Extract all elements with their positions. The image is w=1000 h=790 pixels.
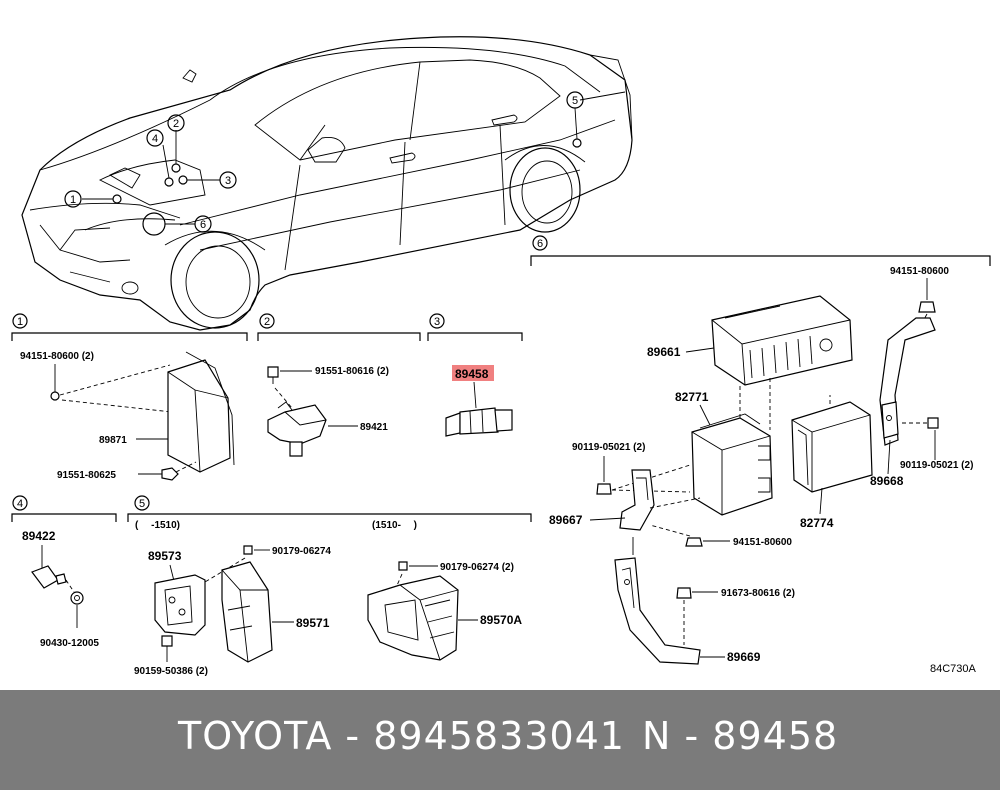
svg-text:5: 5 bbox=[139, 498, 145, 510]
part-94151-80600-top[interactable]: 94151-80600 bbox=[890, 266, 949, 277]
group-3: 3 89458 bbox=[427, 313, 523, 437]
svg-text:5: 5 bbox=[572, 95, 578, 107]
group-4: 4 89422 90430-12005 bbox=[11, 495, 117, 649]
part-82774[interactable]: 82774 bbox=[800, 516, 834, 530]
part-91551-80616-2[interactable]: 91551-80616 (2) bbox=[315, 366, 389, 377]
group-5: 5 ( -1510) (1510- ) 89573 90179-06274 89… bbox=[127, 495, 532, 677]
part-89571[interactable]: 89571 bbox=[296, 616, 330, 630]
highlight-89458 bbox=[452, 365, 494, 381]
group-2: 2 91551-80616 (2) 89421 bbox=[257, 313, 421, 457]
parts-diagram: 1 2 3 4 5 6 1 94151-80600 (2) bbox=[11, 36, 991, 677]
part-90179-06274[interactable]: 90179-06274 bbox=[272, 546, 331, 557]
callout-4: 4 bbox=[146, 129, 164, 147]
part-90179-06274-2[interactable]: 90179-06274 (2) bbox=[440, 562, 514, 573]
svg-text:4: 4 bbox=[17, 498, 23, 510]
range-before-1510: ( -1510) bbox=[135, 520, 180, 531]
svg-text:3: 3 bbox=[225, 175, 231, 187]
callout-1: 1 bbox=[64, 190, 82, 208]
part-82771[interactable]: 82771 bbox=[675, 390, 709, 404]
part-94151-80600-2[interactable]: 94151-80600 (2) bbox=[20, 351, 94, 362]
part-89871[interactable]: 89871 bbox=[99, 435, 127, 446]
diagram-code: 84C730A bbox=[930, 663, 977, 675]
part-90159-50386-2[interactable]: 90159-50386 (2) bbox=[134, 666, 208, 677]
svg-text:1: 1 bbox=[70, 194, 76, 206]
part-89422[interactable]: 89422 bbox=[22, 529, 56, 543]
svg-text:4: 4 bbox=[152, 133, 158, 145]
group-1: 1 94151-80600 (2) 89871 91551-80625 bbox=[11, 313, 248, 481]
footer-banner: TOYOTA - 8945833041 N - 89458 bbox=[0, 690, 1000, 790]
part-89667[interactable]: 89667 bbox=[549, 513, 583, 527]
group-6: 6 94151-80600 89661 82771 bbox=[530, 235, 991, 665]
svg-text:2: 2 bbox=[173, 118, 179, 130]
callout-6: 6 bbox=[194, 215, 212, 233]
part-89669[interactable]: 89669 bbox=[727, 650, 761, 664]
callout-5: 5 bbox=[566, 91, 584, 109]
footer-ref-number: N - 89458 bbox=[642, 714, 839, 758]
footer-part-number: TOYOTA - 8945833041 bbox=[178, 714, 625, 758]
part-94151-80600-mid[interactable]: 94151-80600 bbox=[733, 537, 792, 548]
svg-text:2: 2 bbox=[264, 316, 270, 328]
callout-3: 3 bbox=[219, 171, 237, 189]
part-89668[interactable]: 89668 bbox=[870, 474, 904, 488]
svg-text:6: 6 bbox=[200, 219, 206, 231]
svg-text:3: 3 bbox=[434, 316, 440, 328]
part-91673-80616-2[interactable]: 91673-80616 (2) bbox=[721, 588, 795, 599]
svg-text:1: 1 bbox=[17, 316, 23, 328]
part-89570A[interactable]: 89570A bbox=[480, 613, 522, 627]
svg-text:6: 6 bbox=[537, 238, 543, 250]
range-after-1510: (1510- ) bbox=[372, 520, 417, 531]
part-90119-05021-left[interactable]: 90119-05021 (2) bbox=[572, 442, 645, 453]
part-89661[interactable]: 89661 bbox=[647, 345, 681, 359]
part-91551-80625[interactable]: 91551-80625 bbox=[57, 470, 116, 481]
part-89458[interactable]: 89458 bbox=[455, 367, 489, 381]
part-89421[interactable]: 89421 bbox=[360, 422, 388, 433]
car-illustration: 1 2 3 4 5 6 bbox=[21, 36, 633, 331]
part-90430-12005[interactable]: 90430-12005 bbox=[40, 638, 99, 649]
part-89573[interactable]: 89573 bbox=[148, 549, 182, 563]
part-90119-05021-right[interactable]: 90119-05021 (2) bbox=[900, 460, 973, 471]
callout-2: 2 bbox=[167, 114, 185, 132]
